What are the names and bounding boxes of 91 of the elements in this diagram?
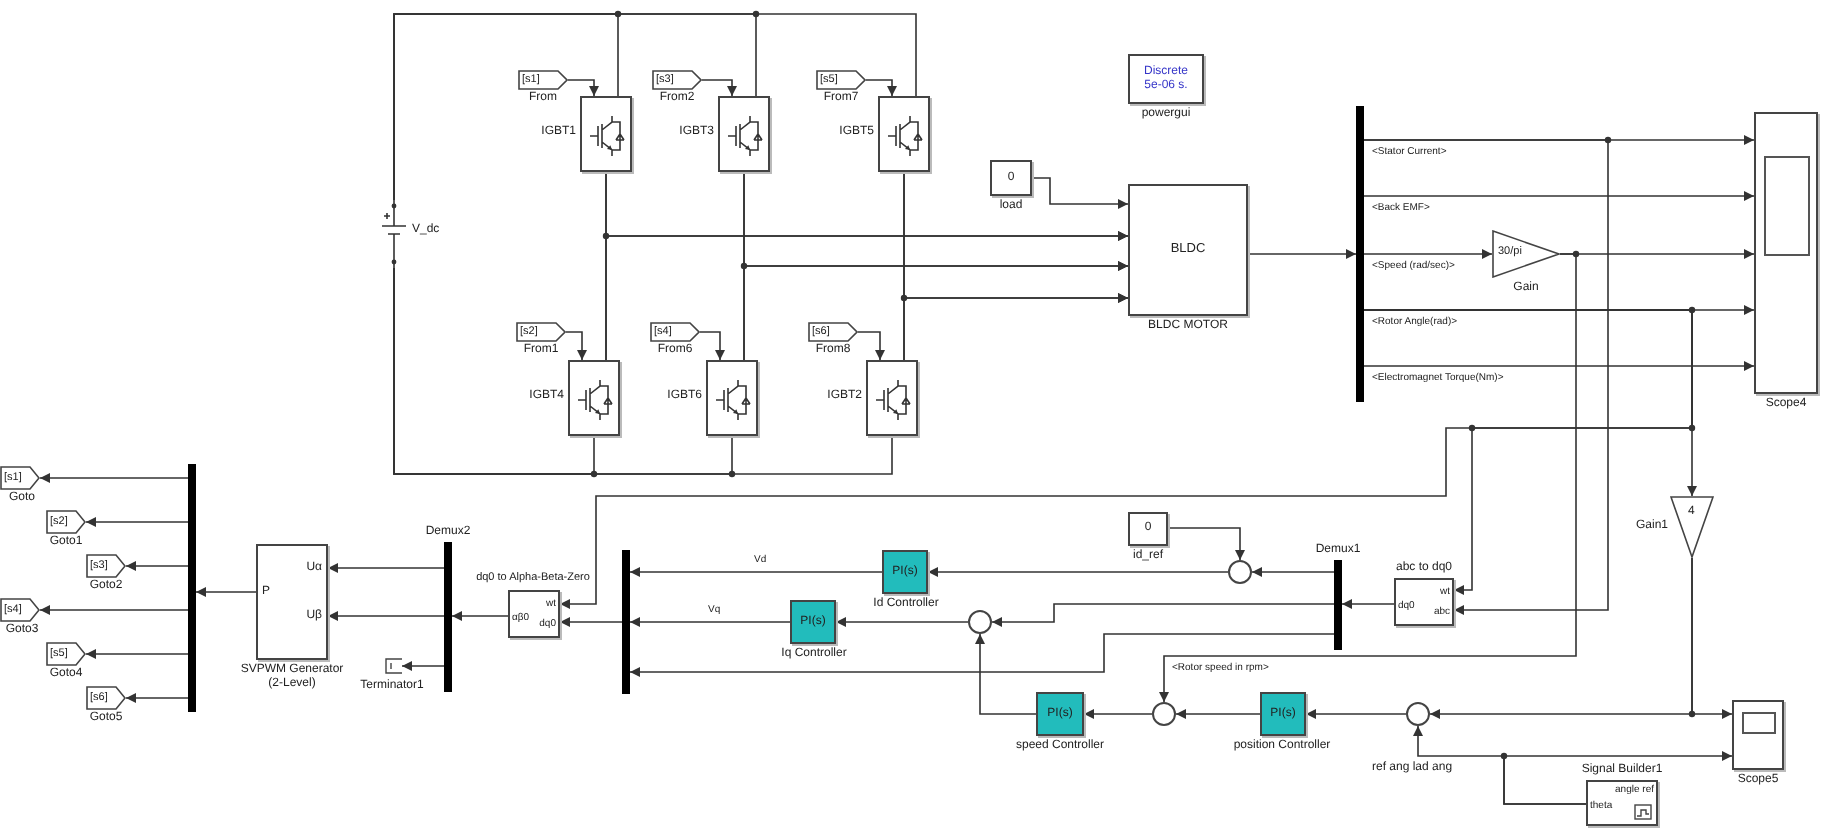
- signal-arrow: [1251, 567, 1335, 577]
- signal-arrow: [559, 309, 1693, 609]
- gain-block: [1670, 496, 1714, 558]
- igbt-block: [580, 96, 632, 172]
- igbt-block: [718, 96, 770, 172]
- signal-arrow: [327, 611, 445, 621]
- transform-block: [1394, 578, 1454, 626]
- igbt-block: [878, 96, 930, 172]
- sum-block: [1406, 702, 1430, 726]
- signal-arrow: [39, 473, 189, 483]
- igbt-block: [866, 360, 918, 436]
- signal-arrow: [1305, 709, 1407, 719]
- signal-arrow: [1429, 557, 1693, 719]
- solver-block: [1128, 54, 1204, 104]
- signal-arrow: [125, 561, 189, 571]
- gain-block: [1492, 230, 1560, 278]
- pi-controller-block: [1260, 692, 1306, 736]
- from-tag: [652, 70, 702, 90]
- signal-arrow: [1363, 249, 1493, 259]
- sum-block: [1228, 560, 1252, 584]
- signal-arrow: [1083, 709, 1153, 719]
- bus-bar: [444, 542, 452, 692]
- signal-arrow: [567, 79, 599, 97]
- signal-arrow: [743, 261, 1129, 361]
- signal-arrow: [327, 563, 445, 573]
- bus-bar: [622, 550, 630, 694]
- bus-bar: [1356, 106, 1364, 402]
- signal-arrow: [903, 293, 1129, 361]
- goto-tag: [46, 510, 86, 534]
- signal-arrow: [927, 567, 1229, 577]
- transform-block: [508, 590, 560, 638]
- signal-arrow: [85, 517, 189, 527]
- from-tag: [808, 322, 858, 342]
- igbt-block: [568, 360, 620, 436]
- from-tag: [516, 322, 566, 342]
- signal-arrow: [699, 331, 725, 361]
- sum-block: [1152, 702, 1176, 726]
- signal-arrow: [1175, 709, 1261, 719]
- signal-arrow: [1247, 249, 1357, 259]
- signal-arrow: [1413, 725, 1587, 805]
- signal-arrow: [1031, 177, 1129, 209]
- sum-block: [968, 610, 992, 634]
- signal-arrow: [1363, 191, 1755, 201]
- pi-controller-block: [882, 550, 928, 594]
- signal-arrow: [39, 605, 189, 615]
- signal-arrow: [559, 617, 623, 627]
- signal-arrow: [401, 661, 445, 671]
- signal-arrow: [605, 231, 1129, 361]
- bus-bar: [188, 464, 196, 712]
- signal-arrow: [85, 649, 189, 659]
- signal-arrow: [629, 617, 791, 627]
- battery-symbol: [380, 200, 408, 268]
- signal-arrow: [701, 79, 737, 97]
- goto-tag: [0, 466, 40, 490]
- goto-tag: [0, 598, 40, 622]
- transform-block: [256, 544, 328, 660]
- scope-block: [1732, 700, 1784, 770]
- signal-arrow: [629, 567, 883, 577]
- signal-arrow: [565, 331, 587, 361]
- pi-controller-block: [1036, 692, 1084, 736]
- terminator-symbol: [382, 656, 402, 676]
- from-tag: [816, 70, 866, 90]
- goto-tag: [86, 686, 126, 710]
- wire: [393, 13, 917, 201]
- signal-arrow: [975, 633, 1037, 715]
- scope-block: [1754, 112, 1818, 394]
- signal-arrow: [1363, 139, 1609, 615]
- signal-arrow: [1159, 253, 1577, 703]
- signal-builder-block: [1586, 780, 1658, 826]
- goto-tag: [46, 642, 86, 666]
- wire: [393, 267, 893, 475]
- signal-arrow: [835, 617, 969, 627]
- signal-arrow: [1167, 527, 1245, 561]
- signal-arrow: [195, 587, 257, 597]
- constant-block: [1128, 512, 1168, 546]
- signal-arrow: [857, 331, 885, 361]
- signal-arrow: [629, 633, 1335, 677]
- motor-block: [1128, 184, 1248, 316]
- from-tag: [650, 322, 700, 342]
- signal-arrow: [1363, 361, 1755, 371]
- signal-arrow: [125, 693, 189, 703]
- signal-arrow: [451, 611, 509, 621]
- signal-arrow: [1341, 599, 1395, 609]
- igbt-block: [706, 360, 758, 436]
- from-tag: [518, 70, 568, 90]
- pi-controller-block: [790, 600, 836, 644]
- signal-arrow: [991, 603, 1335, 627]
- bus-bar: [1334, 560, 1342, 650]
- signal-arrow: [865, 79, 897, 97]
- goto-tag: [86, 554, 126, 578]
- constant-block: [990, 160, 1032, 196]
